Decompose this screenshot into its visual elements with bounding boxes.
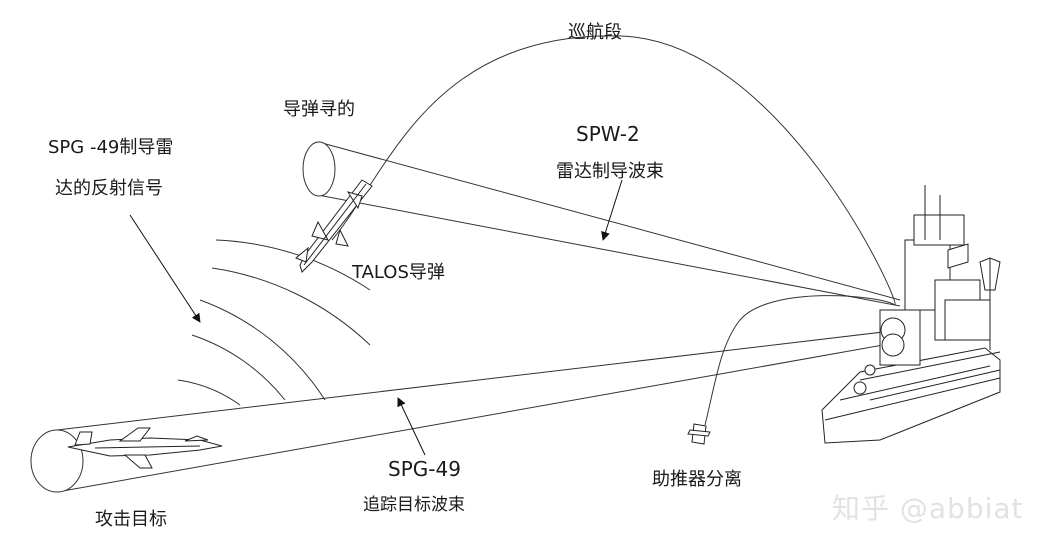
watermark: 知乎 @abbiat (832, 492, 1024, 525)
reflect-signal-arrow (129, 214, 201, 323)
fighter-jet-icon (67, 427, 223, 469)
spw2-guidance-beam (302, 141, 901, 307)
spg49-reflect-label-line2: 达的反射信号 (55, 178, 163, 199)
spw2-arrow (601, 179, 623, 241)
spg49-tracking-beam (30, 329, 901, 493)
talos-missile-label: TALOS导弹 (352, 262, 445, 283)
booster-separation-label: 助推器分离 (652, 469, 742, 490)
missile-icon (295, 179, 373, 273)
booster-trajectory (704, 295, 896, 426)
spg49-sub-label: 追踪目标波束 (363, 495, 465, 515)
booster-icon (687, 423, 711, 445)
missile-seeker-label: 导弹寻的 (283, 99, 355, 120)
cruise-segment-label: 巡航段 (568, 22, 622, 43)
attack-target-label: 攻击目标 (95, 509, 167, 530)
spg49-arrow (397, 397, 426, 456)
spw2-title-label: SPW-2 (576, 122, 640, 146)
warship-icon (821, 185, 1001, 444)
reflected-signal-arcs (177, 239, 371, 406)
leader-arrows (129, 179, 623, 456)
spw2-sub-label: 雷达制导波束 (556, 161, 664, 182)
spg49-reflect-label-line1: SPG -49制导雷 (48, 137, 174, 158)
spg49-title-label: SPG-49 (388, 457, 461, 481)
